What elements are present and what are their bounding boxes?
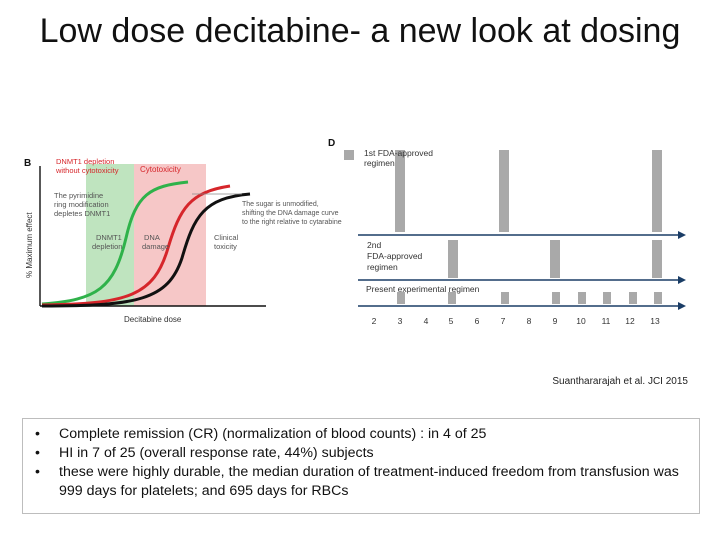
- clinical-toxicity-label: Clinical toxicity: [214, 233, 240, 251]
- day-label: 8: [527, 316, 532, 326]
- slide-title: Low dose decitabine- a new look at dosin…: [39, 12, 681, 50]
- bullet-marker: •: [35, 445, 40, 461]
- regimen3-bar: [578, 292, 586, 304]
- regimen3-bar: [603, 292, 611, 304]
- bullet-marker: •: [35, 426, 40, 442]
- dna-damage-label: DNA damage: [142, 233, 169, 251]
- regimen1-label: 1st FDA-approved regimen: [364, 148, 435, 168]
- regimen1-bar: [344, 150, 354, 160]
- panel-d: D 1st FDA-approved regimen 2nd FDA-appro…: [328, 138, 686, 326]
- regimen1-arrowhead: [678, 231, 686, 239]
- day-label: 6: [475, 316, 480, 326]
- day-label: 2: [372, 316, 377, 326]
- bullet-marker: •: [35, 464, 40, 480]
- bullet-text: Complete remission (CR) (normalization o…: [59, 426, 487, 442]
- bullet-text: HI in 7 of 25 (overall response rate, 44…: [59, 445, 374, 461]
- day-label: 10: [576, 316, 586, 326]
- day-axis: 2 3 4 5 6 7 8 9 10 11 12 13: [372, 316, 660, 326]
- day-label: 4: [424, 316, 429, 326]
- regimen3-arrowhead: [678, 302, 686, 310]
- regimen2-bar: [652, 240, 662, 278]
- regimen3-bar: [654, 292, 662, 304]
- dnmt1-region-label: DNMT1 depletion: [92, 233, 124, 251]
- day-label: 13: [650, 316, 660, 326]
- day-label: 5: [449, 316, 454, 326]
- bullet-item: • HI in 7 of 25 (overall response rate, …: [31, 444, 691, 463]
- regimen1-bar: [499, 150, 509, 232]
- x-axis-label: Decitabine dose: [124, 315, 182, 324]
- bullet-item: • these were highly durable, the median …: [31, 463, 691, 501]
- panel-b-label: B: [24, 158, 31, 169]
- regimen3-label: Present experimental regimen: [366, 284, 480, 294]
- day-label: 9: [553, 316, 558, 326]
- pyrimidine-label: The pyrimidine ring modification deplete…: [54, 191, 111, 218]
- bullet-text: these were highly durable, the median du…: [59, 464, 679, 499]
- regimen3-bar: [448, 292, 456, 304]
- regimen2-bar: [550, 240, 560, 278]
- regimen1-bar: [395, 150, 405, 232]
- day-label: 7: [501, 316, 506, 326]
- day-label: 11: [602, 316, 611, 326]
- panel-d-label: D: [328, 138, 335, 149]
- regimen2-arrowhead: [678, 276, 686, 284]
- figure-svg: B % Maximum effect Decitabine dose DNMT1…: [24, 138, 686, 326]
- figure: B % Maximum effect Decitabine dose DNMT1…: [18, 128, 702, 338]
- regimen3-bar: [629, 292, 637, 304]
- bullet-list: • Complete remission (CR) (normalization…: [22, 418, 700, 514]
- day-label: 12: [625, 316, 635, 326]
- bullet-item: • Complete remission (CR) (normalization…: [31, 425, 691, 444]
- day-label: 3: [398, 316, 403, 326]
- regimen3-bar: [397, 292, 405, 304]
- regimen3-bar: [501, 292, 509, 304]
- dnmt1-depletion-label: DNMT1 depletion without cytotoxicity: [55, 157, 119, 175]
- y-axis-label: % Maximum effect: [25, 212, 34, 278]
- red-curve: [41, 184, 231, 307]
- regimen2-label: 2nd FDA-approved regimen: [367, 240, 425, 272]
- citation: Suanthararajah et al. JCI 2015: [552, 376, 688, 387]
- regimen2-bar: [448, 240, 458, 278]
- panel-b: B % Maximum effect Decitabine dose DNMT1…: [24, 157, 342, 324]
- black-curve: [41, 192, 251, 308]
- regimen1-bar: [652, 150, 662, 232]
- sugar-label: The sugar is unmodified, shifting the DN…: [242, 201, 342, 226]
- green-curve: [41, 180, 189, 306]
- cytotoxicity-label: Cytotoxicity: [140, 165, 181, 174]
- regimen3-bar: [552, 292, 560, 304]
